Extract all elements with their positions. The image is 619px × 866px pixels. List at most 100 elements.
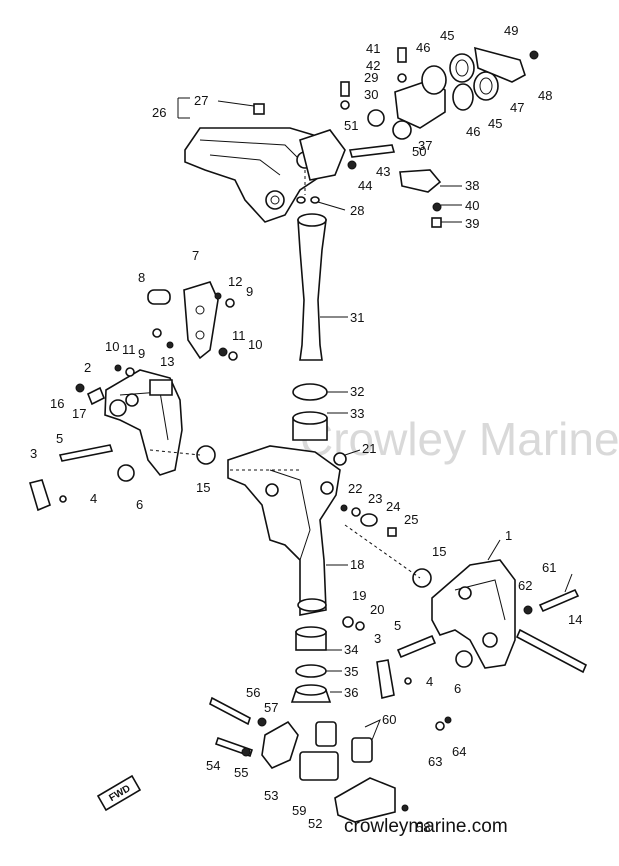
left-plate-7 — [183, 281, 219, 360]
part-61-bolt — [538, 588, 580, 613]
callout-13: 13 — [160, 354, 174, 369]
part-4-pin-right — [404, 677, 412, 685]
part-6-right — [455, 650, 473, 668]
part-56-bolt — [209, 696, 251, 726]
part-57 — [257, 717, 267, 727]
callout-24: 24 — [386, 499, 400, 514]
callout-51: 51 — [344, 118, 358, 133]
callout-5: 5 — [56, 431, 63, 446]
callout-27: 27 — [194, 93, 208, 108]
callout-47: 47 — [510, 100, 524, 115]
callout-54: 54 — [206, 758, 220, 773]
part-17 — [86, 386, 106, 406]
part-14-rod — [515, 628, 588, 674]
part-41-bolt — [397, 47, 407, 63]
callout-4: 4 — [90, 491, 97, 506]
part-3-lever — [28, 479, 51, 512]
part-16 — [75, 383, 85, 393]
callout-44: 44 — [358, 178, 372, 193]
part-62 — [523, 605, 533, 615]
callout-10-right: 10 — [248, 337, 262, 352]
callout-26: 26 — [152, 105, 166, 120]
part-6 — [117, 464, 135, 482]
callout-38: 38 — [465, 178, 479, 193]
callout-28: 28 — [350, 203, 364, 218]
site-url: crowleymarine.com — [344, 816, 508, 837]
callout-9-lower: 9 — [138, 346, 145, 361]
callout-labels: 1 2 3 4 5 6 7 8 9 10 11 12 13 14 15 16 1… — [30, 23, 582, 835]
part-60-block-b — [351, 737, 373, 763]
callout-16: 16 — [50, 396, 64, 411]
part-64 — [444, 716, 452, 724]
part-10b — [125, 367, 135, 377]
callout-64: 64 — [452, 744, 466, 759]
part-15-right — [412, 568, 432, 588]
part-51-bushing — [367, 109, 385, 127]
callout-21: 21 — [362, 441, 376, 456]
part-38-link — [399, 169, 442, 193]
callout-18: 18 — [350, 557, 364, 572]
part-3-lever-right — [376, 659, 395, 699]
callout-20: 20 — [370, 602, 384, 617]
callout-6: 6 — [136, 497, 143, 512]
part-45-mount-b — [473, 71, 499, 101]
part-5-bolt — [58, 444, 114, 462]
part-11 — [218, 347, 228, 357]
callout-11: 11 — [122, 342, 136, 357]
callout-55: 55 — [234, 765, 248, 780]
callout-6-right: 6 — [454, 681, 461, 696]
part-9b — [152, 328, 162, 338]
part-9 — [225, 298, 235, 308]
steering-bracket — [184, 127, 346, 223]
callout-39: 39 — [465, 216, 479, 231]
part-55 — [241, 747, 251, 757]
part-45-mount-a — [449, 53, 475, 83]
callout-40: 40 — [465, 198, 479, 213]
callout-4-right: 4 — [426, 674, 433, 689]
callout-15: 15 — [196, 480, 210, 495]
part-4-pin — [59, 495, 67, 503]
callout-5-right: 5 — [394, 618, 401, 633]
part-10 — [228, 351, 238, 361]
callout-29: 29 — [364, 70, 378, 85]
right-clamp-bracket — [431, 559, 516, 669]
part-39-screw — [431, 217, 442, 228]
part-40-washer — [432, 202, 442, 212]
callout-58: 58 — [416, 820, 430, 835]
callout-43: 43 — [376, 164, 390, 179]
watermark-text: Crowley Marine — [300, 413, 619, 465]
part-12 — [214, 292, 222, 300]
fwd-tag: FWD — [96, 774, 142, 812]
callout-23: 23 — [368, 491, 382, 506]
part-21-grease — [333, 452, 347, 466]
part-46-ring-b — [452, 83, 474, 111]
part-53-lever — [261, 720, 299, 769]
part-59-block — [299, 751, 339, 781]
part-23 — [351, 507, 361, 517]
callout-48: 48 — [538, 88, 552, 103]
callout-63: 63 — [428, 754, 442, 769]
part-29-bolt — [340, 81, 350, 97]
part-22 — [340, 504, 348, 512]
leader-lines — [149, 97, 573, 741]
callout-34: 34 — [344, 642, 358, 657]
callout-1: 1 — [505, 528, 512, 543]
left-clamp-bracket — [104, 369, 183, 476]
part-25 — [387, 527, 397, 537]
callout-57: 57 — [264, 700, 278, 715]
callout-33: 33 — [350, 406, 364, 421]
callout-46-lower: 46 — [466, 124, 480, 139]
part-24 — [360, 513, 378, 527]
callout-56: 56 — [246, 685, 260, 700]
part-30-washer — [340, 100, 350, 110]
callout-62: 62 — [518, 578, 532, 593]
callout-60: 60 — [382, 712, 396, 727]
callout-53: 53 — [264, 788, 278, 803]
callout-10: 10 — [105, 339, 119, 354]
callout-14: 14 — [568, 612, 582, 627]
part-47-plate — [474, 46, 526, 83]
callout-46: 46 — [416, 40, 430, 55]
callout-32: 32 — [350, 384, 364, 399]
callout-49: 49 — [504, 23, 518, 38]
part-63 — [435, 721, 445, 731]
